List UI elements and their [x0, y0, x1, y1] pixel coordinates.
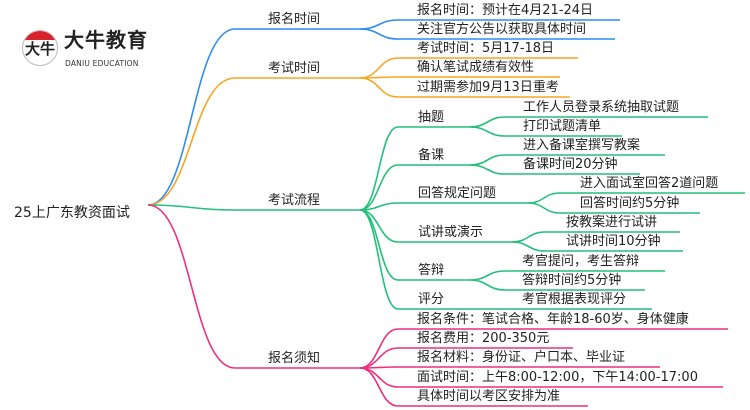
subtopic: 答辩: [418, 263, 445, 278]
subtopic: 评分: [418, 292, 445, 307]
subtopic: 备课: [418, 148, 445, 163]
branch-connector: [359, 57, 399, 79]
leaf-topic: 进入面试室回答2道问题: [580, 176, 719, 191]
leaf-topic: 确认笔试成绩有效性: [417, 60, 535, 75]
logo-mark-icon: 大牛: [22, 30, 58, 66]
logo-red-arc: [23, 31, 57, 40]
branch-connector: [469, 116, 506, 128]
branch-connector: [359, 28, 399, 40]
branch-connector: [359, 209, 399, 281]
logo-glyph: 大牛: [25, 40, 56, 58]
leaf-topic: 打印试题清单: [523, 119, 602, 134]
logo-name-cn: 大牛教育: [64, 28, 148, 52]
branch-connector: [469, 154, 506, 166]
leaf-topic: 工作人员登录系统抽取试题: [523, 100, 680, 115]
branch-connector: [359, 367, 399, 388]
daniu-education-logo: 大牛 大牛教育 DANIU EDUCATION: [22, 28, 162, 74]
leaf-topic: 考试时间：5月17-18日: [417, 41, 555, 56]
branch-connector: [147, 204, 236, 369]
branch-connector: [359, 19, 399, 30]
branch-connector: [359, 209, 399, 310]
subtopic: 抽题: [418, 110, 445, 125]
branch-connector: [511, 231, 546, 243]
branch-topic: 考试流程: [268, 193, 321, 208]
leaf-topic: 答辩时间约5分钟: [522, 273, 622, 288]
subtopic: 试讲或演示: [418, 225, 484, 240]
branch-topic: 报名须知: [268, 351, 321, 366]
branch-connector: [469, 164, 506, 175]
leaf-topic: 报名时间：预计在4月21-24日: [417, 3, 594, 18]
leaf-topic: 报名费用：200-350元: [417, 331, 550, 346]
leaf-topic: 考官根据表现评分: [522, 292, 627, 307]
leaf-topic: 具体时间以考区安排为准: [417, 389, 561, 404]
branch-connector: [469, 270, 506, 281]
branch-connector: [527, 192, 561, 204]
leaf-topic: 按教案进行试讲: [566, 215, 658, 230]
subtopic: 回答规定问题: [418, 186, 497, 201]
leaf-topic: 进入备课室撰写教案: [523, 138, 641, 153]
branch-connector: [147, 28, 236, 206]
leaf-topic: 报名材料：身份证、户口本、毕业证: [417, 350, 626, 365]
branch-connector: [359, 77, 399, 98]
branch-connector: [511, 241, 546, 252]
leaf-topic: 回答时间约5分钟: [580, 196, 680, 211]
branch-connector: [147, 77, 236, 206]
leaf-topic: 关注官方公告以获取具体时间: [417, 22, 587, 37]
branch-topic: 考试时间: [268, 61, 321, 76]
branch-connector: [527, 202, 561, 214]
leaf-topic: 报名条件：笔试合格、年龄18-60岁、身体健康: [417, 312, 689, 327]
branch-topic: 报名时间: [268, 12, 321, 27]
branch-connector: [359, 367, 399, 407]
branch-connector: [359, 126, 399, 211]
leaf-topic: 面试时间：上午8:00-12:00，下午14:00-17:00: [417, 370, 698, 385]
leaf-topic: 备课时间20分钟: [523, 157, 618, 172]
branch-connector: [469, 279, 506, 291]
leaf-topic: 考官提问，考生答辩: [522, 254, 640, 269]
leaf-topic: 试讲时间10分钟: [566, 234, 661, 249]
root-topic: 25上广东教资面试: [14, 205, 130, 221]
branch-connector: [359, 164, 399, 211]
branch-connector: [147, 204, 236, 211]
branch-connector: [469, 126, 506, 137]
logo-name-en: DANIU EDUCATION: [65, 59, 139, 68]
leaf-topic: 过期需参加9月13日重考: [417, 80, 559, 95]
branch-connector: [359, 347, 399, 369]
